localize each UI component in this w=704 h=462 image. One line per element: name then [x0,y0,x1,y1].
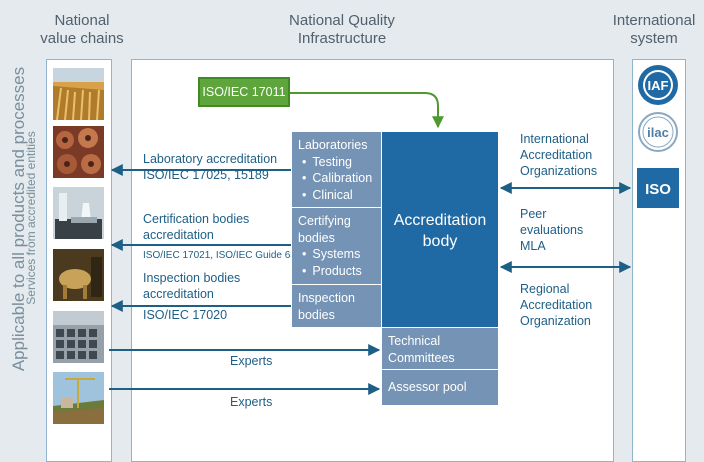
iaf-logo: IAF [638,65,678,105]
accreditation-body-line: Accreditation [393,212,487,229]
header-line: Infrastructure [297,30,387,47]
label-line: Accreditation [520,148,593,162]
label-line: Accreditation [520,298,593,312]
assessor-pool-box: Assessor pool [381,369,499,406]
header-national-quality-infrastructure: National Quality Infrastructure [262,12,422,48]
label-line: Organization [520,314,591,328]
laboratories-item: Clinical [298,187,375,204]
header-national-value-chains: National value chains [22,12,142,48]
label-line: accreditation [143,287,214,301]
label-line: Regional [520,282,570,296]
cable-spools-photo [53,126,104,178]
laboratory-photo [53,187,104,239]
laboratories-title: Laboratories [298,138,368,152]
accreditation-body-box: Accreditation body [381,131,499,328]
header-line: International [612,12,696,29]
laboratories-item: Calibration [298,170,375,187]
header-line: value chains [40,30,124,47]
technical-committees-line: Technical [388,334,441,348]
header-line: system [630,30,678,47]
inspection-standard-label: ISO/IEC 17020 [143,308,228,322]
label-line: Laboratory accreditation [143,152,278,166]
certifying-title: bodies [298,230,335,245]
svg-text:ISO: ISO [645,181,671,198]
label-line: accreditation [143,228,214,242]
lab-accreditation-label: Laboratory accreditation ISO/IEC 17025, … [143,151,277,183]
inspection-title: bodies [298,307,335,322]
experts-label-1: Experts [230,354,273,368]
label-line: Peer [520,207,547,221]
cert-accreditation-label: Certification bodies accreditation [143,211,249,243]
header-line: National [54,12,110,29]
iso-17011-box: ISO/IEC 17011 [198,77,290,107]
laboratories-box: Laboratories Testing Calibration Clinica… [291,131,382,208]
ilac-logo: ilac [638,112,678,152]
svg-text:ilac: ilac [647,125,669,140]
svg-text:IAF: IAF [648,78,669,93]
iso-logo: ISO [637,168,679,208]
intl-accreditation-orgs-label: International Accreditation Organization… [520,131,597,179]
technical-committees-line: Committees [388,350,455,365]
certifying-title: Certifying [298,214,351,228]
laboratories-item: Testing [298,154,375,171]
certifying-bodies-box: Certifying bodies Systems Products [291,207,382,285]
cattle-photo [53,249,104,301]
label-line: International [520,132,589,146]
label-line: Organizations [520,164,598,178]
header-international-system: International system [604,12,704,48]
label-line: Certification bodies [143,212,250,226]
label-line: ISO/IEC 17025, 15189 [143,168,269,182]
certifying-item: Systems [298,246,375,263]
label-line: MLA [520,239,546,253]
certifying-item: Products [298,263,375,280]
regional-accreditation-label: Regional Accreditation Organization [520,281,592,329]
inspection-title: Inspection [298,291,355,305]
accreditation-body-line: body [422,233,458,250]
label-line: Inspection bodies [143,271,241,285]
construction-site-photo [53,372,104,424]
header-line: National Quality [289,12,395,29]
technical-committees-box: Technical Committees [381,327,499,370]
experts-label-2: Experts [230,395,273,409]
inspection-accreditation-label: Inspection bodies accreditation [143,270,240,302]
label-line: evaluations [520,223,584,237]
crates-photo [53,311,104,363]
peer-evaluations-label: Peer evaluations MLA [520,206,583,254]
cert-standard-label: ISO/IEC 17021, ISO/IEC Guide 65 [143,250,296,261]
wheat-field-photo [53,68,104,120]
inspection-bodies-box: Inspection bodies [291,284,382,328]
